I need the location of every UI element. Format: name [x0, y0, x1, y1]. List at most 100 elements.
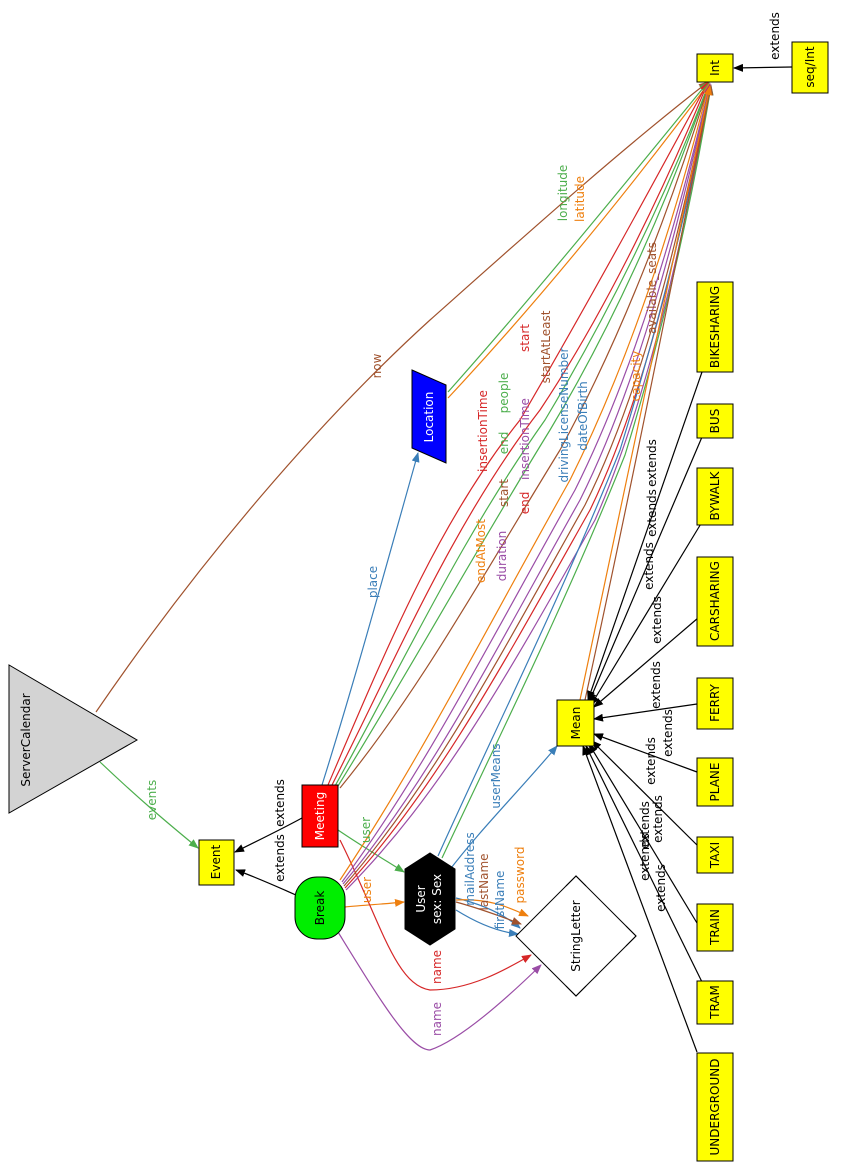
- edge-break-insertiontime: [342, 83, 712, 885]
- ferry-shape: [696, 677, 734, 730]
- label-meeting-extends: extends: [273, 779, 287, 827]
- edge-break-duration: [341, 83, 712, 883]
- event-label: Event: [209, 845, 223, 880]
- carsharing-shape: [696, 556, 734, 647]
- edge-break-user: [344, 898, 405, 908]
- edge-meeting-people: [337, 82, 710, 787]
- label-plane-extends-2: extends: [644, 737, 658, 785]
- label-capacity: capacity: [629, 351, 643, 402]
- label-taxi-extends: extends: [651, 795, 665, 843]
- edge-user-drivinglicense: [437, 85, 714, 857]
- label-mailaddress: mailAddress: [463, 832, 477, 906]
- string-letter-corner-right: [625, 925, 637, 947]
- break-shape: [294, 876, 346, 940]
- label-meeting-people: people: [497, 373, 511, 414]
- edge-available-seats: [584, 85, 714, 701]
- mean-label: Mean: [569, 707, 583, 740]
- bywalk-shape: [696, 467, 734, 526]
- nodes: ServerCalendar Event Meeting Break User …: [8, 41, 829, 1162]
- edge-meeting-start: [331, 81, 709, 786]
- node-tram[interactable]: TRAM: [696, 980, 734, 1025]
- node-plane[interactable]: PLANE: [696, 757, 734, 807]
- label-train-extends: extends: [638, 801, 652, 849]
- node-underground[interactable]: UNDERGROUND: [696, 1052, 734, 1162]
- label-meeting-user: user: [359, 817, 373, 843]
- train-label: TRAIN: [708, 909, 722, 946]
- edge-capacity: [579, 85, 713, 701]
- label-lastname: lastName: [477, 853, 491, 910]
- node-bywalk[interactable]: BYWALK: [696, 467, 734, 526]
- node-seq-int[interactable]: seq/Int: [791, 41, 829, 94]
- plane-shape: [696, 757, 734, 807]
- edge-train-extends: [588, 743, 701, 929]
- label-meeting-insertiontime: insertionTime: [476, 390, 490, 472]
- server-calendar-label: ServerCalendar: [19, 693, 33, 786]
- label-startatleast: startAtLeast: [539, 310, 553, 383]
- label-break-insertiontime: insertionTime: [518, 398, 532, 480]
- location-label: Location: [422, 392, 436, 443]
- label-endatmost: endAtMost: [474, 519, 488, 583]
- user-shape: [404, 852, 456, 946]
- edge-bus-extends: [588, 436, 703, 703]
- int-shape: [696, 53, 734, 83]
- label-break-extends: extends: [273, 834, 287, 882]
- string-letter-corner-top: [565, 875, 587, 887]
- string-letter-corner-bottom: [565, 985, 587, 997]
- label-seqint-extends: extends: [768, 12, 782, 60]
- label-break-name: name: [430, 1002, 444, 1036]
- label-latitude: latitude: [573, 176, 587, 222]
- edge-taxi-extends: [591, 740, 701, 849]
- node-event[interactable]: Event: [198, 839, 235, 886]
- label-now: now: [370, 353, 384, 378]
- edges: [95, 63, 793, 1053]
- bywalk-label: BYWALK: [708, 470, 722, 520]
- node-bikesharing[interactable]: BIKESHARING: [696, 281, 734, 373]
- node-server-calendar[interactable]: ServerCalendar: [8, 664, 138, 814]
- node-int[interactable]: Int: [696, 53, 734, 83]
- ferry-label: FERRY: [708, 683, 722, 721]
- label-bikesharing-extends: extends: [645, 489, 659, 537]
- user-sex-field: sex: Sex: [430, 874, 444, 924]
- tram-shape: [696, 980, 734, 1025]
- node-carsharing[interactable]: CARSHARING: [696, 556, 734, 647]
- edge-labels: events extends extends now place user us…: [145, 12, 782, 1036]
- bus-shape: [696, 403, 734, 439]
- node-train[interactable]: TRAIN: [696, 903, 734, 952]
- edge-meeting-insertiontime: [327, 81, 709, 786]
- edge-bywalk-extends: [590, 521, 703, 706]
- edge-meeting-extends: [234, 817, 303, 853]
- edge-break-extends: [235, 869, 297, 896]
- label-usermeans: userMeans: [489, 743, 503, 808]
- node-string-letter[interactable]: StringLetter: [515, 875, 637, 997]
- bikesharing-shape: [696, 281, 734, 373]
- label-longitude: longitude: [556, 165, 570, 222]
- edge-user-dateofbirth: [441, 85, 714, 859]
- label-break-user: user: [360, 877, 374, 903]
- node-location[interactable]: Location: [411, 369, 447, 464]
- label-duration: duration: [495, 531, 509, 582]
- label-meeting-start: start: [518, 324, 532, 352]
- node-taxi[interactable]: TAXI: [696, 836, 734, 874]
- underground-label: UNDERGROUND: [708, 1058, 722, 1155]
- bus-label: BUS: [708, 409, 722, 434]
- node-break[interactable]: Break: [294, 876, 346, 940]
- taxi-label: TAXI: [708, 842, 722, 869]
- node-user[interactable]: User sex: Sex: [404, 852, 456, 946]
- carsharing-label: CARSHARING: [708, 561, 722, 641]
- label-ferry-extends: extends: [649, 661, 663, 709]
- mean-shape: [556, 699, 595, 747]
- node-ferry[interactable]: FERRY: [696, 677, 734, 730]
- node-mean[interactable]: Mean: [556, 699, 595, 747]
- label-meeting-name: name: [430, 950, 444, 984]
- edge-ferry-extends: [593, 703, 698, 722]
- edge-tram-extends: [585, 745, 703, 983]
- node-meeting[interactable]: Meeting: [301, 784, 339, 848]
- label-carsharing-extends: extends: [650, 596, 664, 644]
- node-bus[interactable]: BUS: [696, 403, 734, 439]
- label-password: password: [513, 847, 527, 904]
- edge-break-start: [343, 84, 713, 887]
- train-shape: [696, 903, 734, 952]
- label-place: place: [366, 566, 380, 598]
- tram-label: TRAM: [708, 985, 722, 1020]
